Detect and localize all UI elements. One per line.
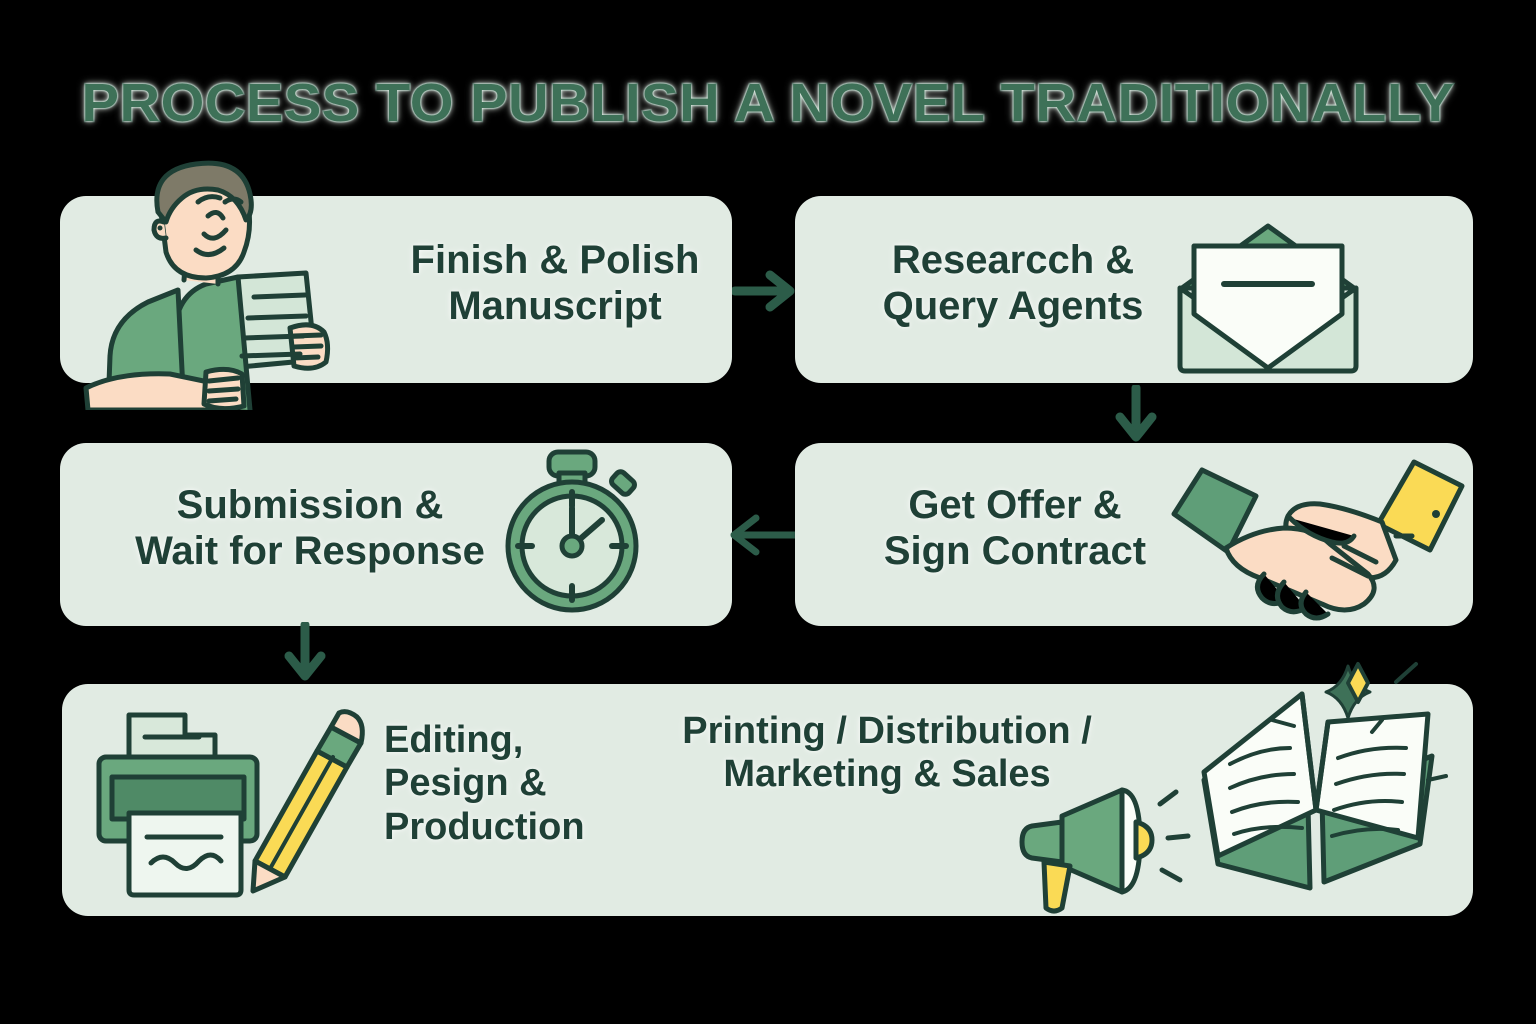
handshake-icon — [1171, 459, 1465, 621]
stopwatch-icon — [505, 449, 639, 613]
sparkle-diamond-icon — [1346, 662, 1370, 704]
open-envelope-icon — [1177, 223, 1359, 374]
arrow-right-icon — [732, 270, 795, 312]
printer-with-pencil-icon — [96, 709, 365, 898]
arrow-down-icon — [284, 622, 326, 681]
writer-holding-manuscript-illustration — [83, 160, 331, 410]
step-label-printing-distribution-marketing-sales: Printing / Distribution / Marketing & Sa… — [682, 710, 1092, 796]
megaphone-icon — [1019, 787, 1191, 914]
step-label-research-query-agents: Researcch & Query Agents — [882, 238, 1144, 328]
arrow-left-icon — [730, 514, 798, 556]
step-label-finish-polish-manuscript: Finish & Polish Manuscript — [410, 238, 700, 328]
step-label-submission-wait-response: Submission & Wait for Response — [135, 483, 485, 573]
step-label-get-offer-sign-contract: Get Offer & Sign Contract — [883, 483, 1147, 573]
step-card-research-query-agents[interactable]: Researcch & Query Agents — [795, 196, 1473, 383]
open-book-icon — [1201, 662, 1448, 891]
arrow-down-icon — [1115, 385, 1157, 442]
page-title: PROCESS TO PUBLISH A NOVEL TRADITIONALLY — [80, 72, 1455, 135]
step-label-editing-design-production: Editing, Pesign & Production — [384, 719, 585, 848]
